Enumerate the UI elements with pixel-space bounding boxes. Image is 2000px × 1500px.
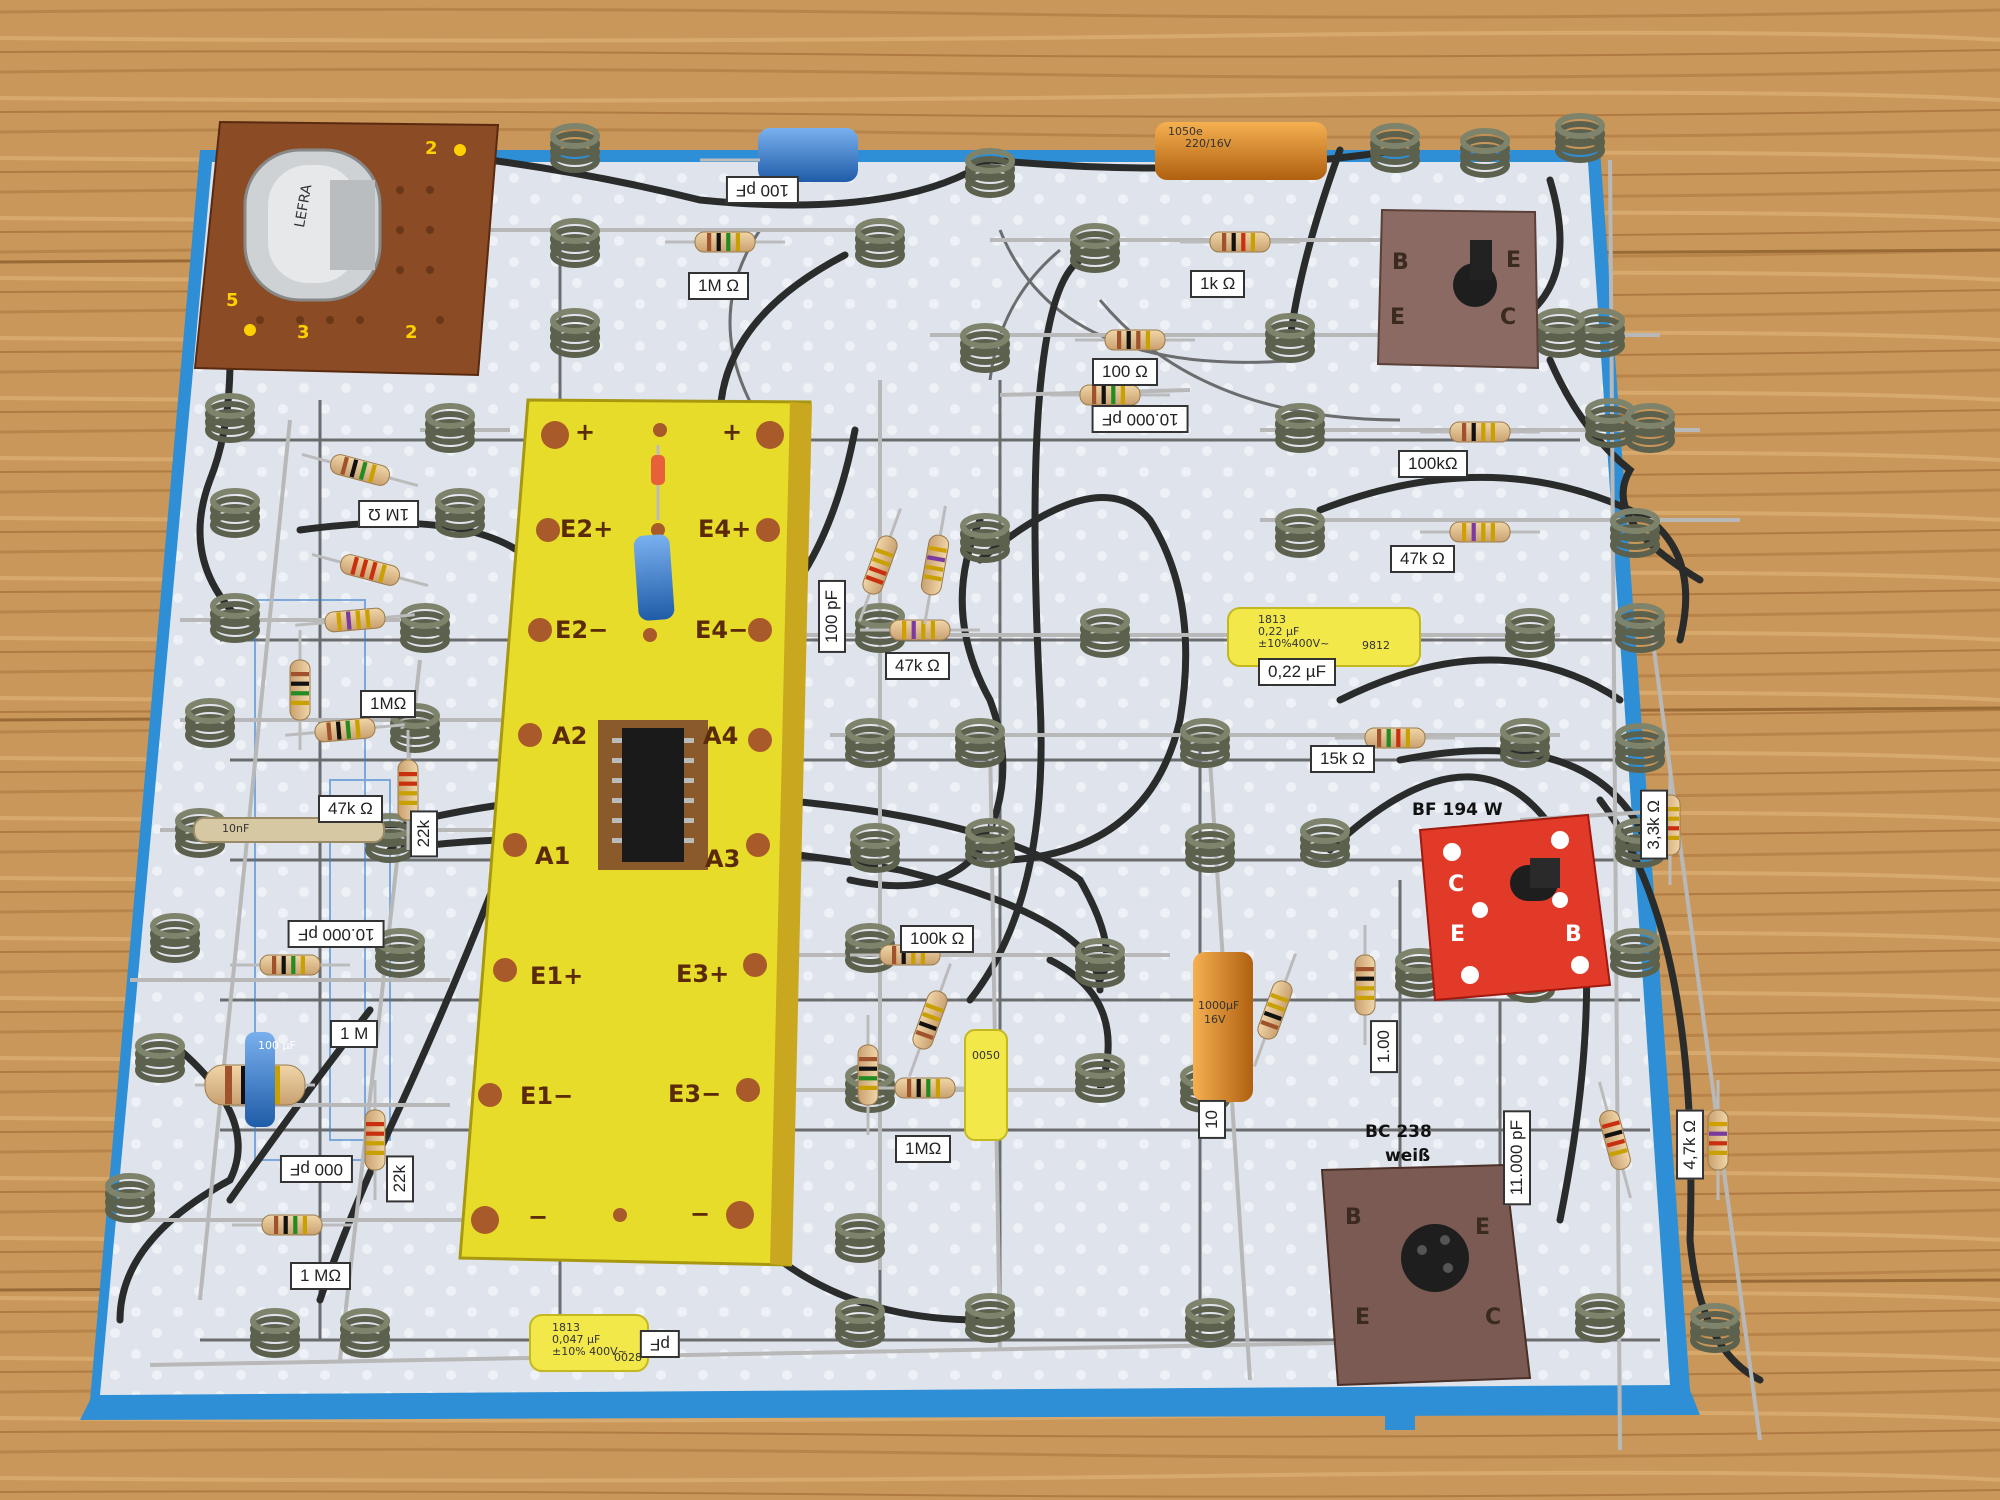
transistor-module-top <box>1376 208 1540 370</box>
label-100k: 100kΩ <box>1398 450 1468 478</box>
label-100k-mid: 100k Ω <box>900 925 975 953</box>
label-1m-mid: 1MΩ <box>895 1135 952 1163</box>
label-bf-transistor: BF 194 W <box>1412 800 1503 820</box>
pcb-pin-5: 5 <box>226 290 239 311</box>
cap-orange-left-text2: 16V <box>1204 1013 1226 1026</box>
yellow-opamp-module <box>458 398 812 1267</box>
module-minus-right: − <box>690 1200 711 1228</box>
cap-0047-text3: ±10% 400V~ <box>552 1345 627 1358</box>
module-e4-minus: E4− <box>695 616 749 644</box>
capacitors <box>193 122 1421 1372</box>
label-47k-left: 47k Ω <box>318 795 383 823</box>
cap-small-yellow-text: 0050 <box>972 1049 1000 1062</box>
label-22k-b: 22k <box>386 1155 414 1203</box>
cap-10nf-text: 10nF <box>222 822 250 835</box>
label-100pf-vertical: 100 pF <box>818 580 846 653</box>
module-plus-right: + <box>722 418 743 446</box>
transistor-module-red <box>1418 813 1612 1002</box>
module-e1-plus: E1+ <box>530 962 584 990</box>
top-module-e1: E <box>1506 248 1522 273</box>
label-1m-left1: 1M Ω <box>358 500 420 528</box>
label-10000pf-left: 10.000 pF <box>288 920 385 948</box>
module-e1-minus: E1− <box>520 1082 574 1110</box>
pcb-pin-2-bottom: 2 <box>405 322 418 343</box>
label-100-vertical: 1.00 <box>1370 1020 1398 1074</box>
label-15k: 15k Ω <box>1310 745 1375 773</box>
bottom-module-b: B <box>1345 1205 1362 1230</box>
label-1m-bottom: 1 MΩ <box>290 1262 352 1290</box>
label-22k-a: 22k <box>410 810 438 858</box>
cap-022-text3: ±10%400V~ <box>1258 637 1330 650</box>
cap-orange-top-text1: 220/16V <box>1185 137 1232 150</box>
label-100uf-print: 100 µF <box>258 1039 296 1052</box>
label-11000pf: 11.000 pF <box>1503 1110 1531 1206</box>
module-a3: A3 <box>705 845 741 873</box>
cap-0047-code: 0028 <box>614 1351 642 1364</box>
cap-022-text2: 0,22 µF <box>1258 625 1300 638</box>
label-pf-bottom: pF <box>640 1330 680 1358</box>
cap-orange-top-text2: 1050e <box>1168 125 1203 138</box>
top-module-c: C <box>1500 305 1517 330</box>
module-e2-plus: E2+ <box>560 515 614 543</box>
module-a1: A1 <box>535 842 571 870</box>
module-a2: A2 <box>552 722 588 750</box>
relay-pcb-module <box>193 120 500 377</box>
label-1m-left2: 1MΩ <box>360 690 417 718</box>
label-1m-left3: 1 M <box>330 1020 379 1048</box>
module-a4: A4 <box>703 722 739 750</box>
label-10000pf-top: 10.000 pF <box>1092 405 1189 433</box>
label-3-3k: 3,3k Ω <box>1640 790 1668 860</box>
cap-0047-text1: 1813 <box>552 1321 580 1334</box>
label-10: 10 <box>1198 1100 1226 1139</box>
label-4-7k: 4,7k Ω <box>1676 1110 1704 1180</box>
top-module-b: B <box>1392 250 1409 275</box>
bottom-module-e1: E <box>1475 1215 1491 1240</box>
top-module-e2: E <box>1390 305 1406 330</box>
label-000pf: 000 pF <box>280 1155 353 1183</box>
transistor-module-bottom <box>1320 1163 1532 1387</box>
label-022uf: 0,22 µF <box>1258 658 1336 686</box>
bottom-module-c: C <box>1485 1305 1502 1330</box>
pcb-pin-3: 3 <box>297 322 310 343</box>
cap-orange-left-text1: 1000µF <box>1198 999 1240 1012</box>
cap-0047-text2: 0,047 µF <box>552 1333 601 1346</box>
module-e3-plus: E3+ <box>676 960 730 988</box>
cap-022-code: 9812 <box>1362 639 1390 652</box>
label-1m-top: 1M Ω <box>688 272 750 300</box>
red-module-b: B <box>1565 922 1582 947</box>
module-plus-left: + <box>575 418 596 446</box>
module-minus-left: − <box>528 1203 549 1231</box>
label-100-ohm: 100 Ω <box>1092 358 1158 386</box>
red-module-c: C <box>1448 872 1465 897</box>
module-e2-minus: E2− <box>555 616 609 644</box>
bottom-module-e2: E <box>1355 1305 1371 1330</box>
module-e4-plus: E4+ <box>698 515 752 543</box>
label-1k: 1k Ω <box>1190 270 1246 298</box>
pcb-pin-2-top: 2 <box>425 138 438 159</box>
cap-022-text1: 1813 <box>1258 613 1286 626</box>
label-47k-mid: 47k Ω <box>885 652 950 680</box>
label-weiss: weiß <box>1385 1146 1431 1166</box>
label-bc238: BC 238 <box>1365 1122 1432 1142</box>
label-47k-right: 47k Ω <box>1390 545 1455 573</box>
module-e3-minus: E3− <box>668 1080 722 1108</box>
red-module-e: E <box>1450 922 1466 947</box>
label-100pf-top: 100 pF <box>726 176 799 204</box>
